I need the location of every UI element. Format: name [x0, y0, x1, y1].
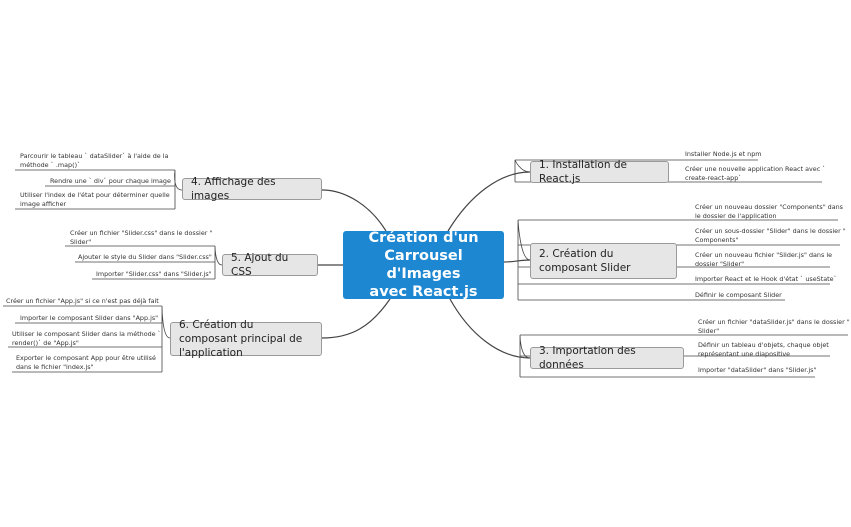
subtopic-fichier-slider-js[interactable]: Créer un nouveau fichier "Slider.js" dan… — [695, 251, 832, 268]
topic-label: 5. Ajout du CSS — [231, 252, 289, 278]
topic-composant-principal[interactable]: 6. Création du composant principal de l'… — [170, 319, 322, 359]
subtopic-line: Créer un sous-dossier "Slider" dans le d… — [695, 227, 846, 235]
subtopic-installer-node[interactable]: Installer Node.js et npm — [685, 150, 761, 159]
topic-label: 4. Affichage des images — [191, 176, 276, 202]
subtopic-fichier-dataslider[interactable]: Créer un fichier "dataSlider.js" dans le… — [698, 318, 850, 335]
subtopic-line: Installer Node.js et npm — [685, 150, 762, 158]
connector-t1 — [514, 159, 531, 182]
topic-affichage-images[interactable]: 4. Affichage des images — [182, 176, 322, 202]
subtopic-line: create-react-app` — [685, 173, 742, 182]
subtopic-line: le dossier de l'application — [695, 211, 777, 220]
subtopic-line: Créer un fichier "dataSlider.js" dans le… — [698, 318, 850, 326]
subtopic-line: Rendre une ` div` pour chaque image — [50, 177, 171, 185]
subtopic-line: Importer le composant Slider dans "App.j… — [20, 314, 159, 322]
topic-installation-react[interactable]: 1. Installation de React.js — [530, 159, 669, 185]
subtopic-line: Parcourir le tableau ` dataSlider` à l'a… — [20, 152, 169, 160]
subtopic-line: dans le fichier "index.js" — [16, 362, 94, 371]
subtopic-line: Slider" — [70, 237, 92, 246]
subtopic-rendre-div[interactable]: Rendre une ` div` pour chaque image — [50, 177, 171, 186]
connector-t5 — [214, 245, 223, 279]
subtopic-line: Ajouter le style du Slider dans "Slider.… — [78, 253, 212, 261]
subtopic-importer-slider-app[interactable]: Importer le composant Slider dans "App.j… — [20, 314, 158, 323]
connector-topic-3 — [449, 298, 531, 359]
subtopic-line: Créer un fichier "App.js" si ce n'est pa… — [6, 297, 159, 305]
topic-label: 6. Création du composant principal de l'… — [179, 319, 303, 359]
topic-importation-donnees[interactable]: 3. Importation des données — [530, 345, 684, 371]
subtopic-line: Créer un fichier "Slider.css" dans le do… — [70, 229, 213, 237]
subtopic-line: Exporter le composant App pour être util… — [16, 354, 156, 362]
subtopic-fichier-app-js[interactable]: Créer un fichier "App.js" si ce n'est pa… — [6, 297, 159, 306]
subtopic-exporter-app[interactable]: Exporter le composant App pour être util… — [16, 354, 156, 371]
subtopic-line: Importer "dataSlider" dans "Slider.js" — [698, 366, 817, 374]
subtopic-line: Définir un tableau d'objets, chaque obje… — [698, 341, 829, 349]
topic-ajout-css[interactable]: 5. Ajout du CSS — [222, 252, 318, 278]
subtopic-line: render()` de "App.js" — [12, 338, 79, 347]
subtopic-line: Components" — [695, 235, 739, 244]
subtopic-importer-dataslider[interactable]: Importer "dataSlider" dans "Slider.js" — [698, 366, 816, 375]
central-topic[interactable]: Création d'un Carrousel d'Images avec Re… — [343, 230, 504, 300]
connector-topic-1 — [447, 171, 531, 232]
subtopic-line: image afficher — [20, 199, 67, 208]
subtopic-line: représentant une diapositive — [698, 349, 791, 358]
topic-label: 3. Importation des données — [539, 345, 636, 371]
subtopic-line: Définir le composant Slider — [695, 291, 782, 299]
connector-t4 — [174, 169, 183, 209]
connector-topic-4 — [321, 189, 387, 232]
connector-topic-2 — [503, 259, 531, 263]
subtopic-tableau-objets[interactable]: Définir un tableau d'objets, chaque obje… — [698, 341, 829, 358]
subtopic-index-etat[interactable]: Utiliser l'index de l'état pour détermin… — [20, 191, 170, 208]
topic-label: 2. Création du composant Slider — [539, 248, 631, 274]
central-line-2: Carrousel d'Images — [384, 248, 463, 282]
subtopic-line: Utiliser le composant Slider dans la mét… — [12, 330, 161, 338]
subtopic-importer-react[interactable]: Importer React et le Hook d'état ` useSt… — [695, 275, 837, 284]
central-line-3: avec React.js — [369, 284, 478, 300]
subtopic-line: Créer un nouveau fichier "Slider.js" dan… — [695, 251, 833, 259]
subtopic-line: Slider" — [698, 326, 720, 335]
subtopic-definir-slider[interactable]: Définir le composant Slider — [695, 291, 782, 300]
subtopic-line: Créer une nouvelle application React ave… — [685, 165, 826, 173]
central-line-1: Création d'un — [368, 230, 479, 246]
subtopic-line: méthode ` .map()` — [20, 160, 81, 169]
topic-creation-slider[interactable]: 2. Création du composant Slider — [530, 243, 677, 279]
subtopic-importer-slider-css[interactable]: Importer "Slider.css" dans "Slider.js" — [96, 270, 212, 279]
subtopic-line: Importer React et le Hook d'état ` useSt… — [695, 275, 837, 283]
subtopic-sous-dossier-slider[interactable]: Créer un sous-dossier "Slider" dans le d… — [695, 227, 846, 244]
subtopic-dossier-components[interactable]: Créer un nouveau dossier "Components" da… — [695, 203, 843, 220]
subtopic-line: dossier "Slider" — [695, 259, 745, 268]
subtopic-line: Importer "Slider.css" dans "Slider.js" — [96, 270, 212, 278]
subtopic-line: Utiliser l'index de l'état pour détermin… — [20, 191, 170, 199]
subtopic-fichier-slider-css[interactable]: Créer un fichier "Slider.css" dans le do… — [70, 229, 212, 246]
subtopic-parcourir-tableau[interactable]: Parcourir le tableau ` dataSlider` à l'a… — [20, 152, 168, 169]
subtopic-create-react-app[interactable]: Créer une nouvelle application React ave… — [685, 165, 825, 182]
subtopic-utiliser-slider-render[interactable]: Utiliser le composant Slider dans la mét… — [12, 330, 161, 347]
connector-t6 — [161, 305, 171, 372]
subtopic-line: Créer un nouveau dossier "Components" da… — [695, 203, 844, 211]
connector-topic-6 — [321, 298, 391, 339]
subtopic-ajouter-style[interactable]: Ajouter le style du Slider dans "Slider.… — [78, 253, 212, 262]
topic-label: 1. Installation de React.js — [539, 159, 627, 185]
